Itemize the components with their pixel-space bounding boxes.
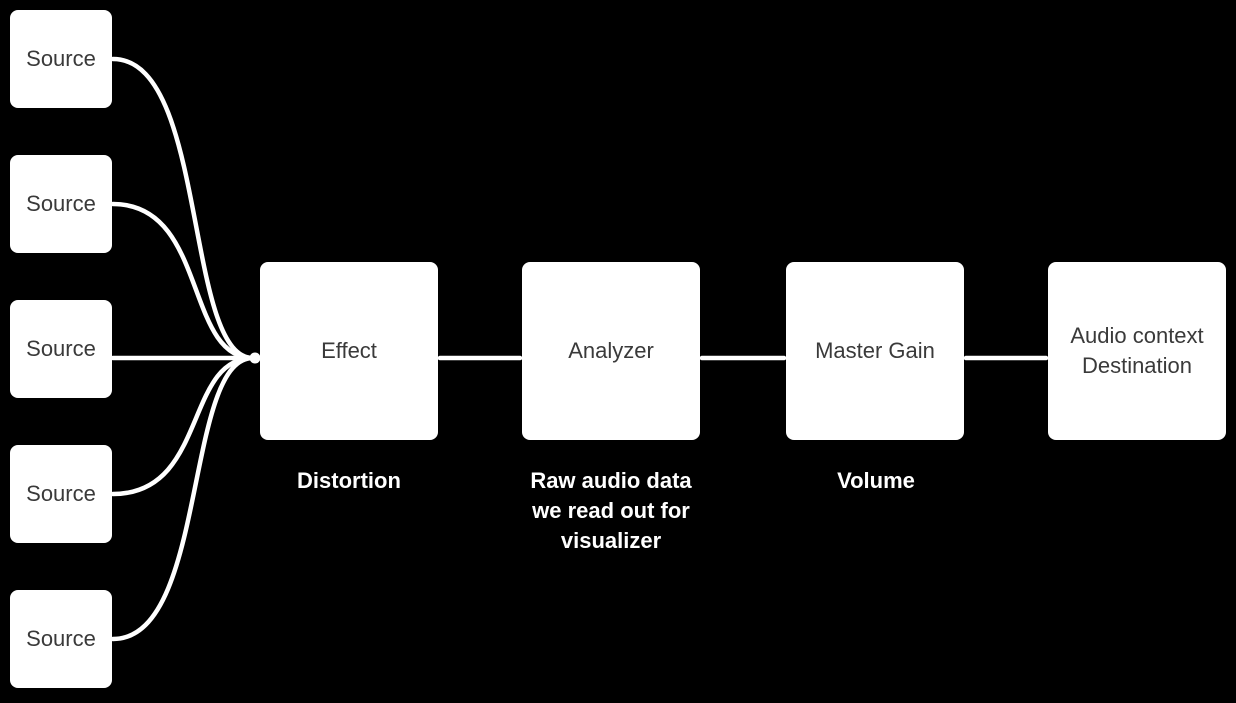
- node-source-4: Source: [10, 445, 112, 543]
- node-source-1: Source: [10, 10, 112, 108]
- node-effect: Effect: [260, 262, 438, 440]
- caption-volume: Volume: [837, 468, 915, 493]
- node-audio-context-destination-label: Audio context Destination: [1070, 323, 1204, 378]
- node-source-3: Source: [10, 300, 112, 398]
- node-source-3-label: Source: [26, 336, 96, 361]
- caption-distortion: Distortion: [297, 468, 401, 493]
- node-master-gain-label: Master Gain: [815, 338, 935, 363]
- node-source-5-label: Source: [26, 626, 96, 651]
- caption-raw-audio-data: Raw audio data we read out for visualize…: [530, 468, 692, 553]
- node-analyzer-label: Analyzer: [568, 338, 654, 363]
- node-source-1-label: Source: [26, 46, 96, 71]
- node-analyzer: Analyzer: [522, 262, 700, 440]
- node-master-gain: Master Gain: [786, 262, 964, 440]
- connector-source-5-to-effect: [110, 355, 256, 642]
- connector-source-1-to-effect: [110, 56, 256, 361]
- connector-source-4-to-effect: [110, 355, 256, 497]
- convergence-dot: [249, 352, 261, 364]
- node-effect-label: Effect: [321, 338, 377, 363]
- node-source-2: Source: [10, 155, 112, 253]
- node-source-4-label: Source: [26, 481, 96, 506]
- node-audio-context-destination: Audio context Destination: [1048, 262, 1226, 440]
- node-source-5: Source: [10, 590, 112, 688]
- node-source-2-label: Source: [26, 191, 96, 216]
- connector-source-2-to-effect: [110, 201, 256, 361]
